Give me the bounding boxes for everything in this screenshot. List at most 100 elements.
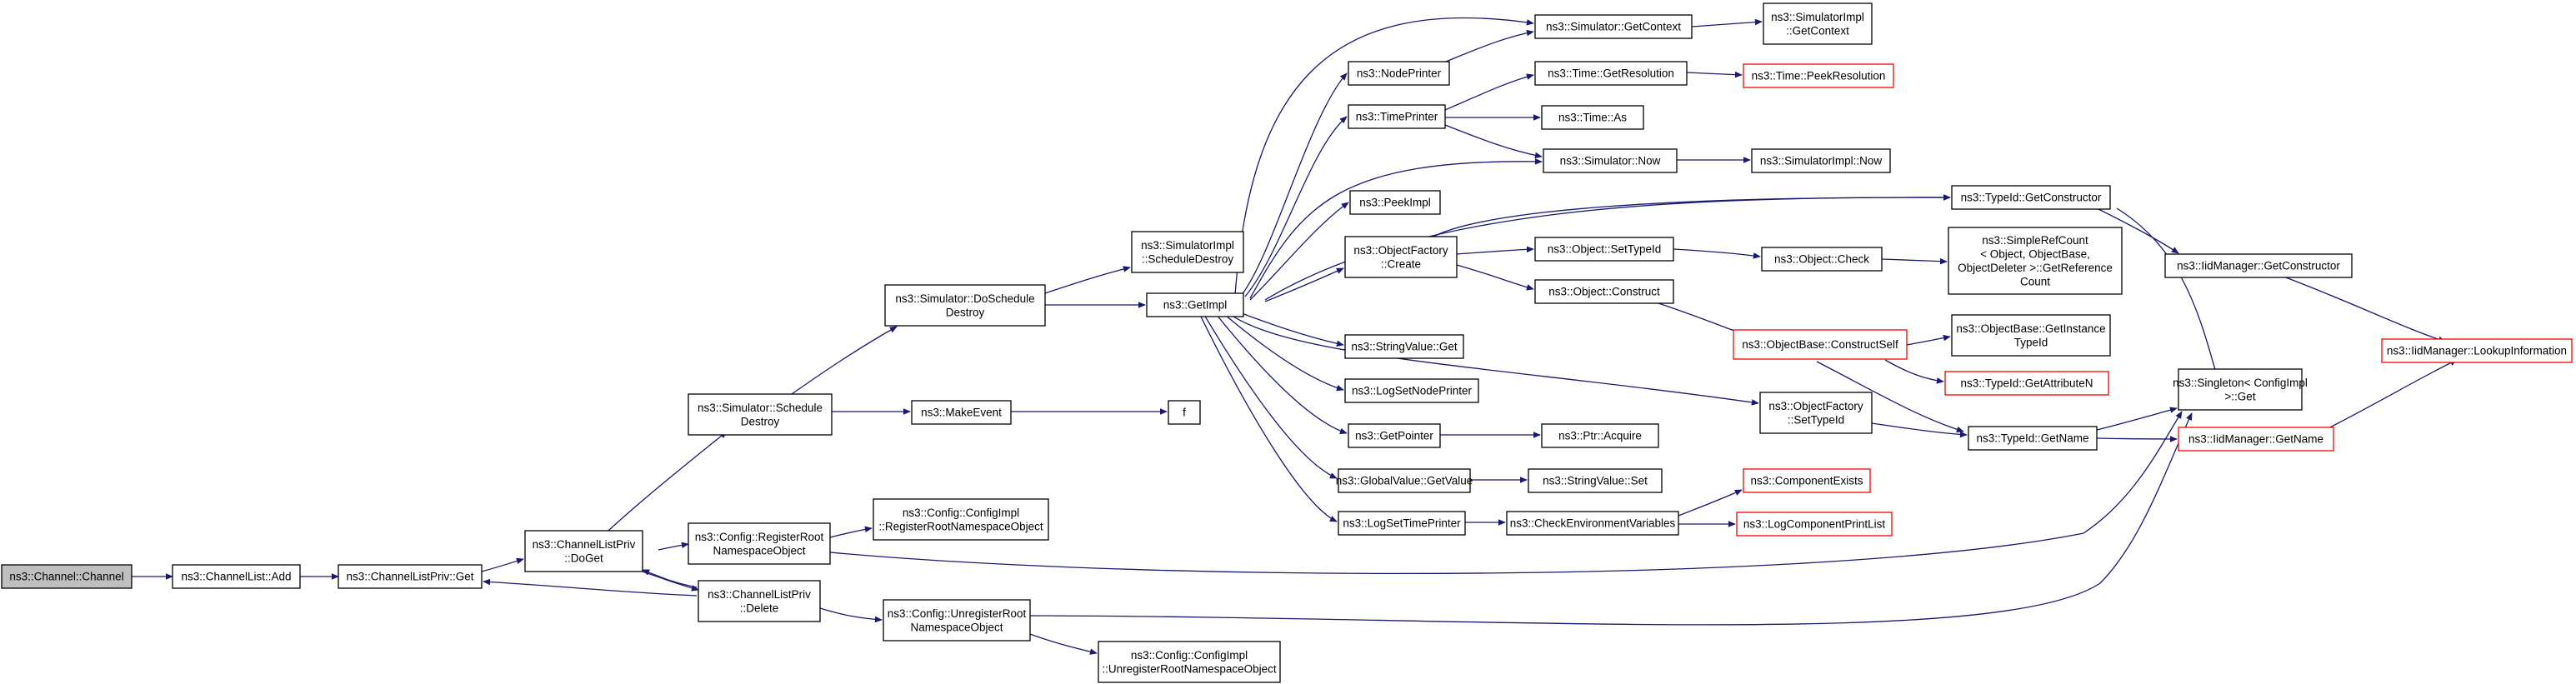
node-label: ns3::Object::Construct	[1548, 286, 1660, 298]
edge-iidmanager-getname-to-lookup	[2324, 359, 2458, 431]
node-box	[1168, 400, 1201, 425]
node-typeid-getconstructor[interactable]: ns3::TypeId::GetConstructor	[1951, 185, 2111, 210]
node-label: ns3::NodePrinter	[1357, 67, 1442, 80]
node-box	[524, 530, 643, 572]
edge-getimpl-to-sim-getcontext	[1234, 17, 1534, 296]
edge-getimpl-to-peekimpl	[1249, 202, 1349, 301]
node-logcomponentprintlist[interactable]: ns3::LogComponentPrintList	[1736, 512, 1893, 537]
edge-unregister-root-to-singleton	[1029, 412, 2193, 626]
node-box	[1534, 279, 1674, 304]
edge-getimpl-to-timeprinter	[1244, 116, 1348, 297]
node-box	[1348, 423, 1441, 448]
node-stringvalue-get[interactable]: ns3::StringValue::Get	[1344, 334, 1464, 359]
node-sim-now[interactable]: ns3::Simulator::Now	[1543, 148, 1678, 173]
node-simimpl-getcontext[interactable]: ns3::SimulatorImpl::GetContext	[1763, 2, 1873, 45]
node-peekimpl[interactable]: ns3::PeekImpl	[1349, 190, 1441, 215]
node-time-peekresolution[interactable]: ns3::Time::PeekResolution	[1743, 63, 1894, 88]
node-simimpl-schedule-destroy[interactable]: ns3::SimulatorImpl::ScheduleDestroy	[1131, 231, 1244, 273]
node-label: ns3::Config::UnregisterRoot	[888, 607, 1027, 620]
node-timeprinter[interactable]: ns3::TimePrinter	[1348, 104, 1446, 129]
node-make-event[interactable]: ns3::MakeEvent	[911, 400, 1012, 425]
node-channellist-add[interactable]: ns3::ChannelList::Add	[172, 564, 301, 589]
node-getimpl[interactable]: ns3::GetImpl	[1146, 292, 1244, 317]
edge-delete-to-unregister-root	[819, 607, 883, 623]
node-typeid-getattributen[interactable]: ns3::TypeId::GetAttributeN	[1944, 371, 2109, 396]
node-label: ::DoGet	[564, 552, 603, 564]
node-objectbase-constructself[interactable]: ns3::ObjectBase::ConstructSelf	[1733, 329, 1908, 360]
node-objfactory-create[interactable]: ns3::ObjectFactory::Create	[1344, 236, 1458, 278]
node-object-check[interactable]: ns3::Object::Check	[1761, 247, 1883, 272]
node-box	[1, 564, 133, 589]
node-cfgimpl-unregister[interactable]: ns3::Config::ConfigImpl::UnregisterRootN…	[1098, 641, 1281, 683]
node-simplerefcount[interactable]: ns3::SimpleRefCount< Object, ObjectBase,…	[1948, 227, 2123, 295]
node-label: ns3::ObjectFactory	[1768, 400, 1863, 412]
node-ptr-acquire[interactable]: ns3::Ptr::Acquire	[1541, 423, 1659, 448]
node-box	[1348, 61, 1450, 86]
edge-timeprinter-to-sim-now	[1444, 124, 1543, 159]
node-box	[883, 599, 1031, 642]
node-label: ::SetTypeId	[1788, 413, 1844, 426]
node-typeid-getname[interactable]: ns3::TypeId::GetName	[1968, 426, 2098, 451]
edge-getimpl-to-globalvalue	[1203, 314, 1338, 479]
node-iidmanager-getname[interactable]: ns3::IidManager::GetName	[2178, 427, 2334, 452]
node-object-construct[interactable]: ns3::Object::Construct	[1534, 279, 1674, 304]
edge-getimpl-to-sim-now	[1249, 158, 1543, 299]
node-componentexists[interactable]: ns3::ComponentExists	[1743, 468, 1871, 493]
node-label: ns3::SimulatorImpl::Now	[1760, 155, 1883, 167]
node-singleton-get[interactable]: ns3::Singleton< ConfigImpl>::Get	[2173, 368, 2308, 411]
node-logsettimeprinter[interactable]: ns3::LogSetTimePrinter	[1338, 511, 1466, 536]
node-box	[2178, 368, 2303, 411]
node-chlpriv-delete[interactable]: ns3::ChannelListPriv::Delete	[698, 580, 821, 622]
node-sim-schedule-destroy[interactable]: ns3::Simulator::ScheduleDestroy	[688, 393, 833, 436]
edge-constructself-to-getinstancetypeid	[1906, 334, 1951, 346]
node-box	[1736, 512, 1893, 537]
edge-delete-to-chlpriv-get	[483, 578, 698, 597]
node-cfgimpl-register[interactable]: ns3::Config::ConfigImpl::RegisterRootNam…	[873, 498, 1049, 541]
node-label: ns3::MakeEvent	[921, 407, 1002, 419]
node-chlpriv-get[interactable]: ns3::ChannelListPriv::Get	[338, 564, 483, 589]
node-box	[1338, 511, 1466, 536]
node-label: ns3::LogComponentPrintList	[1743, 518, 1886, 531]
node-box	[1506, 511, 1679, 536]
node-sim-getcontext[interactable]: ns3::Simulator::GetContext	[1534, 14, 1693, 39]
node-simimpl-now[interactable]: ns3::SimulatorImpl::Now	[1751, 148, 1891, 173]
node-box	[172, 564, 301, 589]
node-label: Count	[2020, 275, 2050, 287]
edge-objfactory-settypeid-to-getname	[1871, 422, 1968, 438]
node-time-getresolution[interactable]: ns3::Time::GetResolution	[1534, 61, 1688, 86]
edge-unregister-root-to-cfgimpl	[1029, 633, 1098, 655]
node-nodeprinter[interactable]: ns3::NodePrinter	[1348, 61, 1450, 86]
node-label: ns3::SimulatorImpl	[1771, 11, 1864, 23]
node-box	[911, 400, 1012, 425]
node-label: ns3::Ptr::Acquire	[1558, 430, 1642, 442]
node-globalvalue-getvalue[interactable]: ns3::GlobalValue::GetValue	[1336, 468, 1473, 493]
node-cfg-register-root[interactable]: ns3::Config::RegisterRootNamespaceObject	[688, 522, 831, 565]
node-object-settypeid[interactable]: ns3::Object::SetTypeId	[1534, 237, 1674, 262]
node-chlpriv-doget[interactable]: ns3::ChannelListPriv::DoGet	[524, 530, 643, 572]
node-label: f	[1183, 407, 1186, 419]
node-iidmanager-getconstructor[interactable]: ns3::IidManager::GetConstructor	[2164, 253, 2353, 278]
node-box	[1344, 378, 1479, 403]
node-f[interactable]: f	[1168, 400, 1201, 425]
node-box	[1944, 371, 2109, 396]
node-logsetnodeprinter[interactable]: ns3::LogSetNodePrinter	[1344, 378, 1479, 403]
node-box	[873, 498, 1049, 541]
node-box	[1751, 148, 1891, 173]
edge-constructself-to-typeid-getname	[1816, 361, 1964, 433]
edge-sim-getcontext-to-simimpl	[1691, 18, 1763, 27]
node-label: ns3::TimePrinter	[1356, 111, 1438, 123]
node-time-as[interactable]: ns3::Time::As	[1541, 105, 1644, 130]
node-objfactory-settypeid[interactable]: ns3::ObjectFactory::SetTypeId	[1759, 392, 1873, 434]
node-checkenvvars[interactable]: ns3::CheckEnvironmentVariables	[1506, 511, 1679, 536]
node-label: ::RegisterRootNamespaceObject	[878, 520, 1043, 532]
node-getpointer[interactable]: ns3::GetPointer	[1348, 423, 1441, 448]
node-label: TypeId	[2014, 336, 2048, 348]
node-stringvalue-set[interactable]: ns3::StringValue::Set	[1528, 468, 1663, 493]
edge-getconstructor-to-iidmanager-getconstructor	[2096, 207, 2179, 254]
node-label: ns3::Config::RegisterRoot	[695, 531, 824, 543]
node-iidmanager-lookupinformation[interactable]: ns3::IidManager::LookupInformation	[2381, 338, 2573, 363]
node-cfg-unregister-root[interactable]: ns3::Config::UnregisterRootNamespaceObje…	[883, 599, 1031, 642]
